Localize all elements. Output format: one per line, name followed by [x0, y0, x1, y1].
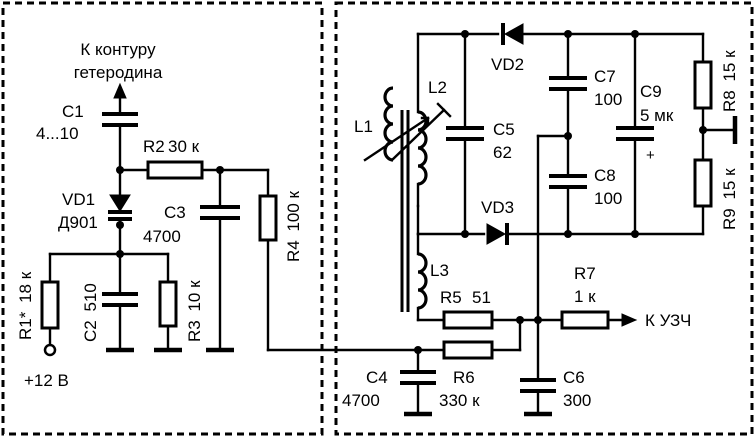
- c7-value: 100: [594, 90, 622, 109]
- capacitor-c6: [520, 378, 556, 417]
- c3-value: 4700: [143, 227, 181, 246]
- c2-ref: C2: [81, 320, 100, 342]
- r9-label: R9 15 к: [720, 168, 739, 230]
- resistor-r8: [693, 60, 713, 110]
- resistor-r1: [40, 280, 60, 330]
- r8-value: 15 к: [720, 50, 739, 82]
- oscillator-arrow: [113, 82, 127, 114]
- output-label: К УЗЧ: [645, 311, 691, 330]
- diode-vd2: [501, 23, 524, 45]
- c5-value: 62: [493, 143, 512, 162]
- r5-value: 51: [472, 288, 491, 307]
- title-line2: гетеродина: [74, 63, 163, 82]
- capacitor-c8: [549, 174, 587, 236]
- r3-label: R3 10 к: [185, 280, 204, 342]
- vd1-value: Д901: [58, 213, 98, 232]
- l2-ref: L2: [428, 78, 447, 97]
- c9-polarity: +: [646, 147, 655, 164]
- r9-ref: R9: [720, 208, 739, 230]
- c6-value: 300: [563, 391, 591, 410]
- r4-value: 100 к: [284, 190, 303, 231]
- r7-ref: R7: [574, 264, 596, 283]
- c4-value: 4700: [342, 391, 380, 410]
- supply-terminal: [43, 343, 57, 357]
- resistor-r4: [258, 194, 278, 242]
- inductor-l2: [390, 102, 452, 208]
- capacitor-c7: [549, 32, 587, 178]
- r8-label: R8 15 к: [720, 50, 739, 112]
- r6-ref: R6: [453, 368, 475, 387]
- c1-value: 4...10: [36, 124, 79, 143]
- title-line1: К контуру: [80, 40, 156, 59]
- vd2-ref: VD2: [491, 55, 524, 74]
- l1-ref: L1: [354, 117, 373, 136]
- r7-value: 1 к: [574, 287, 596, 306]
- c1-ref: C1: [62, 102, 84, 121]
- c8-value: 100: [594, 189, 622, 208]
- node-r8-r9: [699, 126, 707, 134]
- c5-ref: C5: [493, 120, 515, 139]
- supply-label: +12 В: [24, 371, 69, 390]
- capacitor-c5: [446, 32, 484, 236]
- vd1-ref: VD1: [62, 190, 95, 209]
- c6-ref: C6: [563, 368, 585, 387]
- capacitor-c4: [400, 348, 436, 417]
- capacitor-c1: [102, 112, 138, 172]
- output-arrow: [621, 313, 638, 327]
- r5-ref: R5: [440, 288, 462, 307]
- right-block-frame: [334, 1, 754, 436]
- vd3-ref: VD3: [481, 198, 514, 217]
- c3-ref: C3: [164, 203, 186, 222]
- r4-label: R4 100 к: [284, 190, 303, 262]
- c2-value: 510: [81, 283, 100, 311]
- inductor-l3: [417, 252, 428, 310]
- resistor-r5: [442, 310, 494, 330]
- r2-value: 30 к: [168, 137, 200, 156]
- r4-ref: R4: [284, 240, 303, 262]
- resistor-r7: [560, 310, 610, 330]
- resistor-r3: [158, 280, 178, 328]
- l3-ref: L3: [430, 261, 449, 280]
- c8-ref: C8: [594, 166, 616, 185]
- resistor-r2: [146, 160, 204, 180]
- r8-ref: R8: [720, 90, 739, 112]
- r2-ref: R2: [143, 137, 165, 156]
- c2-label: C2 510: [81, 283, 100, 342]
- node-vd1-bottom: [116, 221, 124, 229]
- capacitor-c2: [102, 252, 138, 353]
- c9-ref: C9: [640, 82, 662, 101]
- capacitor-c3: [200, 168, 240, 353]
- resistor-r9: [693, 158, 713, 208]
- capacitor-c9: [616, 32, 654, 236]
- c4-ref: C4: [366, 368, 388, 387]
- c7-ref: C7: [594, 67, 616, 86]
- r6-value: 330 к: [439, 391, 480, 410]
- left-block-frame: [1, 1, 324, 436]
- r3-ref: R3: [185, 320, 204, 342]
- c9-value: 5 мк: [640, 106, 674, 125]
- r1-value: 18 к: [16, 271, 35, 303]
- r1-ref: R1*: [16, 311, 35, 340]
- r3-value: 10 к: [185, 280, 204, 312]
- diode-vd3: [486, 223, 509, 245]
- r1-label: R1* 18 к: [16, 271, 35, 340]
- diode-vd1: [108, 168, 132, 256]
- resistor-r6: [442, 340, 494, 360]
- r9-value: 15 к: [720, 168, 739, 200]
